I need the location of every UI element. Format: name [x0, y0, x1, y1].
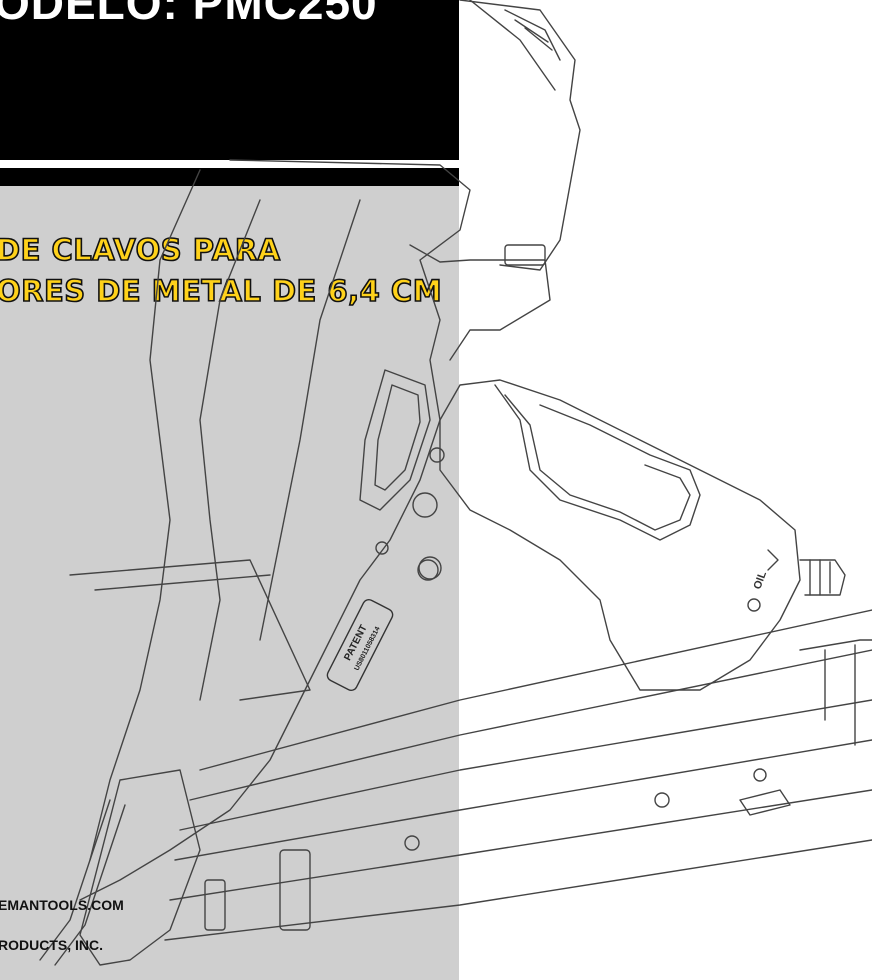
model-heading: ODELO: PMC250 [0, 0, 378, 29]
banner-divider [0, 160, 459, 168]
banner-bottom-bar [0, 168, 459, 186]
website-url: EMANTOOLS.COM [0, 897, 124, 913]
company-name: RODUCTS, INC. [0, 937, 103, 953]
product-title: DE CLAVOS PARA ORES DE METAL DE 6,4 CM [0, 230, 442, 312]
model-banner: ODELO: PMC250 [0, 0, 459, 160]
title-line-2: ORES DE METAL DE 6,4 CM [0, 273, 443, 309]
oil-label: OIL [752, 569, 770, 591]
title-line-1: DE CLAVOS PARA [0, 232, 281, 268]
